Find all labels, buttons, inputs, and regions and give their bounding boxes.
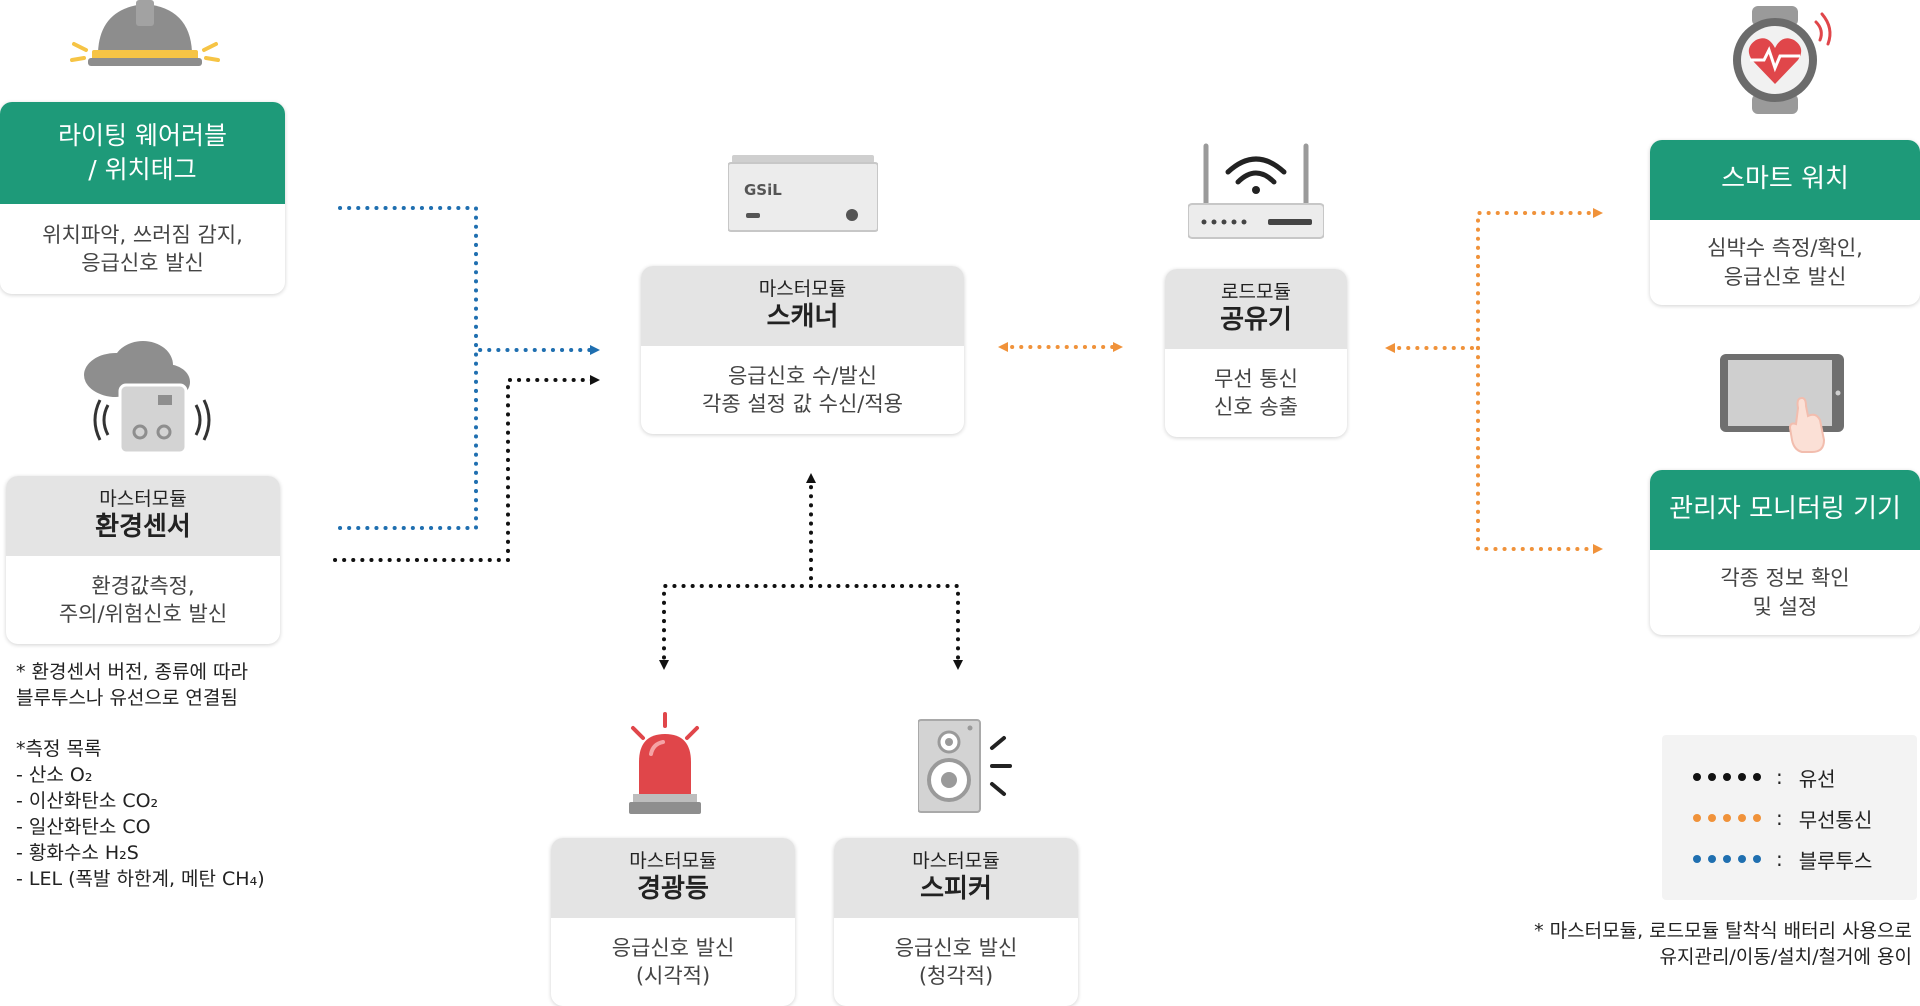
measure-item: - 산소 O₂ [16, 764, 93, 786]
card-wearable-desc: 위치파악, 쓰러짐 감지, 응급신호 발신 [42, 222, 243, 275]
bluetooth-line-sensor [338, 348, 478, 530]
wifi-router-icon [1188, 143, 1324, 239]
card-router-desc: 무선 통신 신호 송출 [1214, 366, 1298, 419]
legend-colon: : [1776, 765, 1783, 789]
card-scanner-desc: 응급신호 수/발신 각종 설정 값 수신/적용 [702, 363, 903, 416]
legend-label-wireless: 무선통신 [1798, 807, 1873, 832]
card-monitor-desc: 각종 정보 확인 및 설정 [1720, 566, 1850, 619]
wired-line-speaker [809, 584, 963, 670]
card-scanner-sub: 마스터모듈 [758, 277, 847, 300]
scanner-device-icon: GSiL [728, 155, 878, 232]
legend-label-wired: 유선 [1798, 766, 1836, 791]
legend-colon: : [1776, 806, 1783, 830]
card-env-sensor-header: 마스터모듈 환경센서 [6, 476, 280, 556]
card-speaker-header: 마스터모듈 스피커 [834, 838, 1078, 918]
legend-swatch-wired [1693, 773, 1761, 781]
card-monitor-title: 관리자 모니터링 기기 [1650, 470, 1920, 550]
card-warning-light-desc: 응급신호 발신 (시각적) [611, 935, 735, 988]
card-speaker: 마스터모듈 스피커 응급신호 발신 (청각적) [834, 838, 1078, 1006]
tablet-touch-icon [1720, 354, 1844, 453]
card-env-sensor-desc: 환경값측정, 주의/위험신호 발신 [58, 573, 228, 626]
warning-light-icon [629, 712, 701, 814]
card-wearable: 라이팅 웨어러블 / 위치태그 위치파악, 쓰러짐 감지, 응급신호 발신 [0, 102, 285, 294]
card-smartwatch-desc: 심박수 측정/확인, 응급신호 발신 [1707, 236, 1863, 289]
card-speaker-desc: 응급신호 발신 (청각적) [894, 935, 1018, 988]
wireless-line-watch [1476, 208, 1603, 350]
card-router-title: 공유기 [1220, 305, 1292, 336]
hard-hat-icon [70, 0, 220, 66]
card-speaker-sub: 마스터모듈 [912, 849, 1000, 872]
card-scanner-title: 스캐너 [766, 302, 839, 333]
wireless-line-monitor [1476, 346, 1603, 554]
card-warning-light-title: 경광등 [637, 874, 709, 905]
legend-item-bluetooth: : 블루투스 [1692, 844, 1872, 874]
measure-item: - LEL (폭발 하한계, 메탄 CH₄) [16, 868, 265, 890]
legend-label-bluetooth: 블루투스 [1798, 848, 1873, 873]
card-monitor: 관리자 모니터링 기기 각종 정보 확인 및 설정 [1650, 470, 1920, 635]
measure-item: - 황화수소 H₂S [16, 842, 139, 864]
card-warning-light: 마스터모듈 경광등 응급신호 발신 (시각적) [551, 838, 795, 1006]
legend-item-wired: : 유선 [1692, 762, 1836, 792]
wired-line-sensor [333, 375, 600, 562]
legend-item-wireless: : 무선통신 [1692, 803, 1872, 833]
sensor-connection-note: * 환경센서 버전, 종류에 따라 블루투스나 유선으로 연결됨 [16, 661, 248, 709]
speaker-icon [918, 719, 1012, 813]
legend-colon: : [1776, 847, 1783, 871]
card-smartwatch: 스마트 워치 심박수 측정/확인, 응급신호 발신 [1650, 140, 1920, 305]
card-env-sensor-title: 환경센서 [95, 512, 191, 543]
card-wearable-title: 라이팅 웨어러블 / 위치태그 [0, 102, 285, 204]
card-speaker-title: 스피커 [920, 874, 992, 905]
cloud-sensor-icon [84, 341, 211, 455]
card-router-header: 로드모듈 공유기 [1165, 269, 1347, 349]
wired-line-light [659, 584, 813, 670]
bluetooth-line-wearable [338, 206, 600, 355]
battery-note: * 마스터모듈, 로드모듈 탈착식 배터리 사용으로 유지관리/이동/설치/철거… [1534, 920, 1912, 968]
legend-swatch-wireless [1693, 814, 1761, 822]
scanner-logo: GSiL [744, 181, 782, 199]
card-warning-light-header: 마스터모듈 경광등 [551, 838, 795, 918]
card-scanner: 마스터모듈 스캐너 응급신호 수/발신 각종 설정 값 수신/적용 [641, 266, 964, 434]
legend-swatch-bluetooth [1693, 855, 1761, 863]
card-router-sub: 로드모듈 [1221, 280, 1291, 303]
measure-list: - 산소 O₂ - 이산화탄소 CO₂ - 일산화탄소 CO - 황화수소 H₂… [16, 762, 265, 892]
card-smartwatch-title: 스마트 워치 [1650, 140, 1920, 220]
card-env-sensor-sub: 마스터모듈 [99, 487, 187, 510]
measure-item: - 이산화탄소 CO₂ [16, 790, 159, 812]
legend: : 유선 : 무선통신 : 블루투스 [1662, 735, 1917, 900]
card-router: 로드모듈 공유기 무선 통신 신호 송출 [1165, 269, 1347, 437]
measure-list-title: *측정 목록 [16, 738, 102, 760]
card-env-sensor: 마스터모듈 환경센서 환경값측정, 주의/위험신호 발신 [6, 476, 280, 644]
card-warning-light-sub: 마스터모듈 [629, 849, 717, 872]
measure-item: - 일산화탄소 CO [16, 816, 151, 838]
card-scanner-header: 마스터모듈 스캐너 [641, 266, 964, 346]
smartwatch-icon [1733, 6, 1832, 114]
